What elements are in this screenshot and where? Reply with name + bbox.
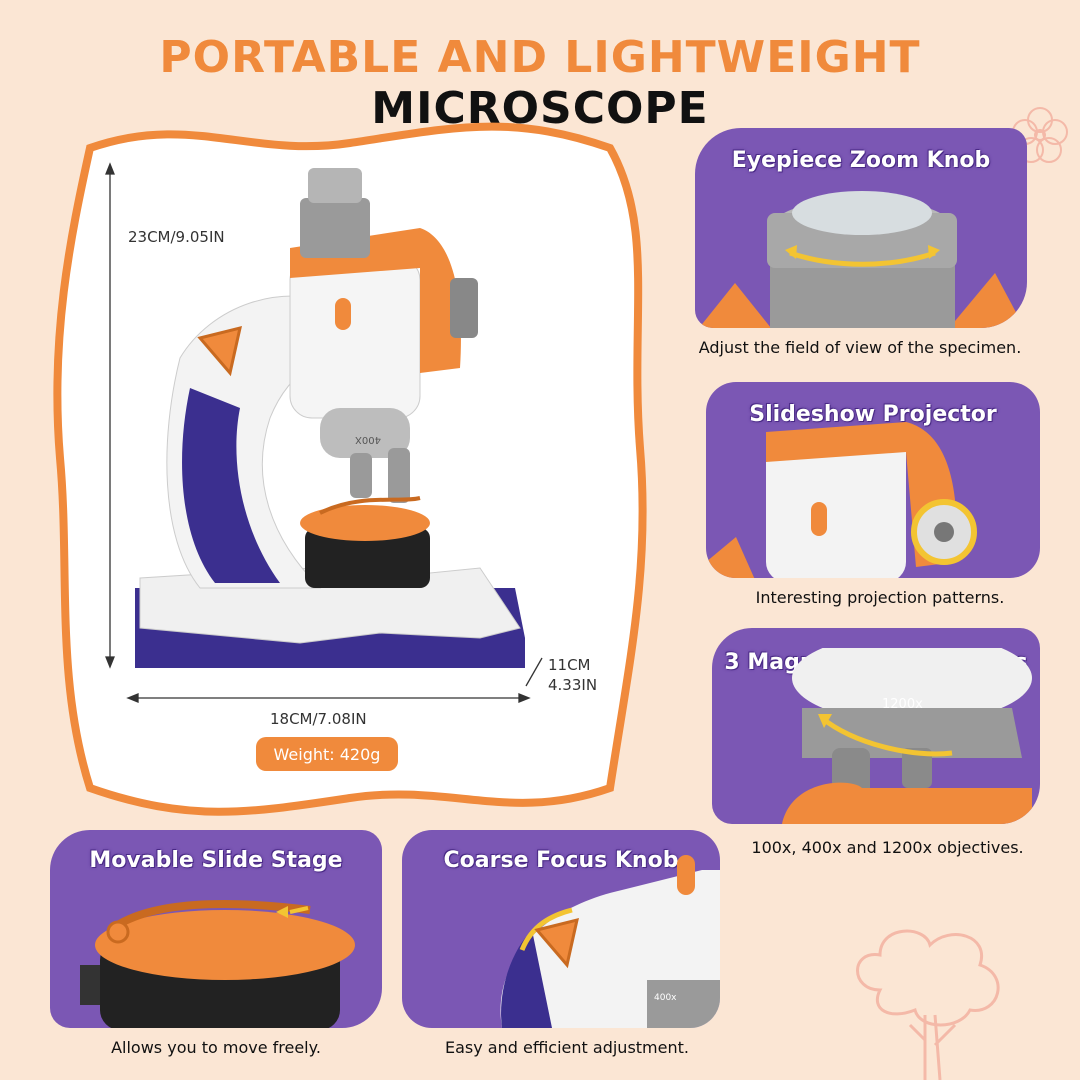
feature-caption: Interesting projection patterns.: [755, 588, 1005, 607]
feature-card-slide-stage: Movable Slide Stage: [50, 830, 382, 1028]
projector-image: [706, 422, 977, 578]
feature-title: Coarse Focus Knob: [443, 848, 679, 873]
height-label: 23CM/9.05IN: [128, 228, 225, 246]
width-label: 18CM/7.08IN: [270, 710, 367, 728]
page-title: PORTABLE AND LIGHTWEIGHT MICROSCOPE: [0, 32, 1080, 134]
feature-title: Eyepiece Zoom Knob: [731, 148, 991, 173]
feature-card-focus-knob: Coarse Focus Knob 400x: [402, 830, 720, 1028]
title-part-2: MICROSCOPE: [371, 83, 709, 134]
feature-title: Movable Slide Stage: [89, 848, 343, 873]
eyepiece-knob-image: [699, 191, 1025, 328]
feature-card-magnification: 3 Magnification Settings 1200x: [712, 628, 1040, 824]
feature-card-projector: Slideshow Projector: [706, 382, 1040, 578]
weight-badge: Weight: 420g: [256, 737, 398, 771]
objective-1200x-label: 1200x: [882, 697, 923, 712]
feature-caption: Adjust the field of view of the specimen…: [698, 338, 1022, 357]
feature-caption: Allows you to move freely.: [111, 1038, 321, 1057]
depth-cm-label: 11CM: [548, 656, 591, 674]
feature-title: Slideshow Projector: [749, 402, 997, 427]
depth-in-label: 4.33IN: [548, 676, 598, 694]
title-part-1: PORTABLE AND LIGHTWEIGHT: [159, 32, 921, 83]
focus-knob-image: 400x: [500, 855, 720, 1028]
microscope-illustration: 400X: [135, 168, 525, 668]
dimension-lines: [105, 162, 543, 703]
objective-400x-label: 400X: [355, 434, 381, 445]
feature-caption: 100x, 400x and 1200x objectives.: [751, 838, 1024, 857]
nosepiece-image: 1200x: [782, 648, 1032, 824]
feature-card-eyepiece: Eyepiece Zoom Knob: [695, 128, 1027, 328]
tree-decoration-icon: [856, 929, 1000, 1080]
objective-400x-small-label: 400x: [654, 993, 677, 1003]
feature-caption: Easy and efficient adjustment.: [445, 1038, 689, 1057]
slide-stage-image: [80, 900, 355, 1028]
main-product-panel: 400X 23CM/9.05IN 18CM/7.08IN 11CM 4.33IN: [50, 118, 650, 818]
